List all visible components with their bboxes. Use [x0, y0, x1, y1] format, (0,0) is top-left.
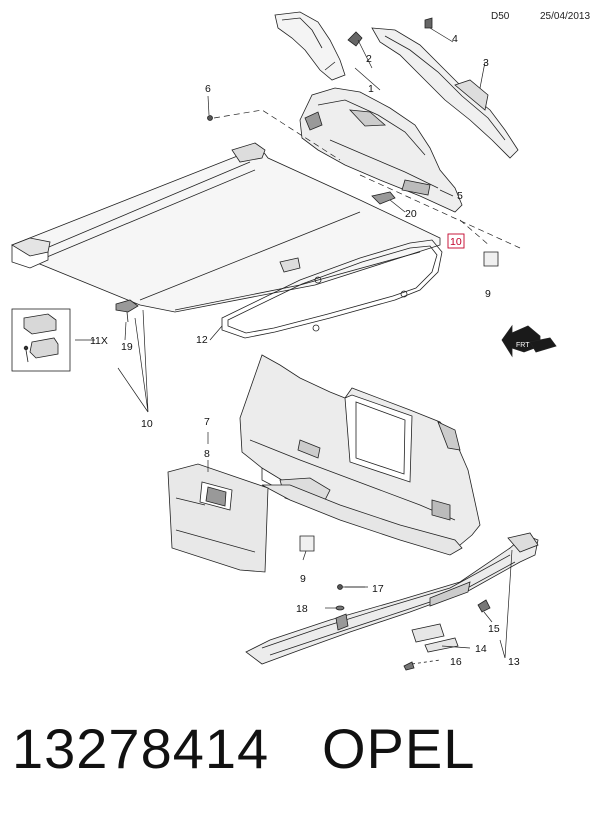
- front-direction-label: FRT: [516, 342, 530, 349]
- side-trim-panel-right: [299, 87, 463, 213]
- floor-rail: [261, 484, 463, 556]
- callout-13: 13: [508, 656, 520, 668]
- callout-5: 5: [457, 190, 463, 202]
- rear-quarter-trim-upper: [274, 11, 346, 81]
- pad-part-14b: [424, 637, 459, 653]
- callout-19: 19: [121, 341, 133, 353]
- pad-part-14: [411, 623, 445, 643]
- callout-20: 20: [405, 208, 417, 220]
- callout-2: 2: [366, 53, 372, 65]
- fastener-part-4: [424, 17, 433, 29]
- pad-part-lower: [299, 535, 315, 552]
- access-cover-panel: [167, 463, 269, 573]
- callout-4: 4: [452, 33, 458, 45]
- brand-name: OPEL: [322, 717, 476, 780]
- callout-3: 3: [483, 57, 489, 69]
- callout-10-lower: 10: [141, 418, 153, 430]
- callout-14: 14: [475, 643, 487, 655]
- leader-lines: [75, 27, 513, 659]
- highlight-box: [447, 233, 465, 249]
- part-number: 13278414: [12, 717, 270, 780]
- clip-part-upper: [371, 191, 396, 205]
- callout-16: 16: [450, 656, 462, 668]
- fastener-part-2: [347, 31, 363, 47]
- pad-part-upper: [483, 251, 499, 267]
- front-direction-arrow: [501, 324, 557, 358]
- callout-15: 15: [488, 623, 500, 635]
- callout-8: 8: [204, 448, 210, 460]
- callout-9-lower: 9: [300, 573, 306, 585]
- diagram-code: D50: [491, 11, 510, 22]
- retaining-net-frame: [221, 239, 443, 339]
- diagram-date: 25/04/2013: [540, 11, 591, 22]
- callout-11x: 11X: [90, 335, 108, 347]
- screw-part: [207, 115, 213, 121]
- callout-7: 7: [204, 416, 210, 428]
- callout-9-upper: 9: [485, 288, 491, 300]
- rear-sill-plate: [245, 532, 539, 665]
- pillar-trim-strip: [371, 27, 519, 159]
- detail-box: [11, 308, 71, 372]
- clip-part-15: [477, 599, 491, 613]
- parts-diagram: 1 2 3 4 5 6 7 8 9 9 10 10 11X 12 13 14 1…: [11, 11, 557, 671]
- callout-12: 12: [196, 334, 208, 346]
- callout-6: 6: [205, 83, 211, 95]
- screw-part-16: [403, 659, 441, 671]
- washer-part-18: [335, 605, 345, 611]
- callout-18: 18: [296, 603, 308, 615]
- side-trim-panel-lower: [239, 354, 481, 549]
- clip-part: [115, 299, 139, 323]
- callout-10-highlight: 10: [450, 236, 462, 248]
- callout-1: 1: [368, 83, 374, 95]
- reference-lines: [213, 109, 521, 249]
- callout-17: 17: [372, 583, 384, 595]
